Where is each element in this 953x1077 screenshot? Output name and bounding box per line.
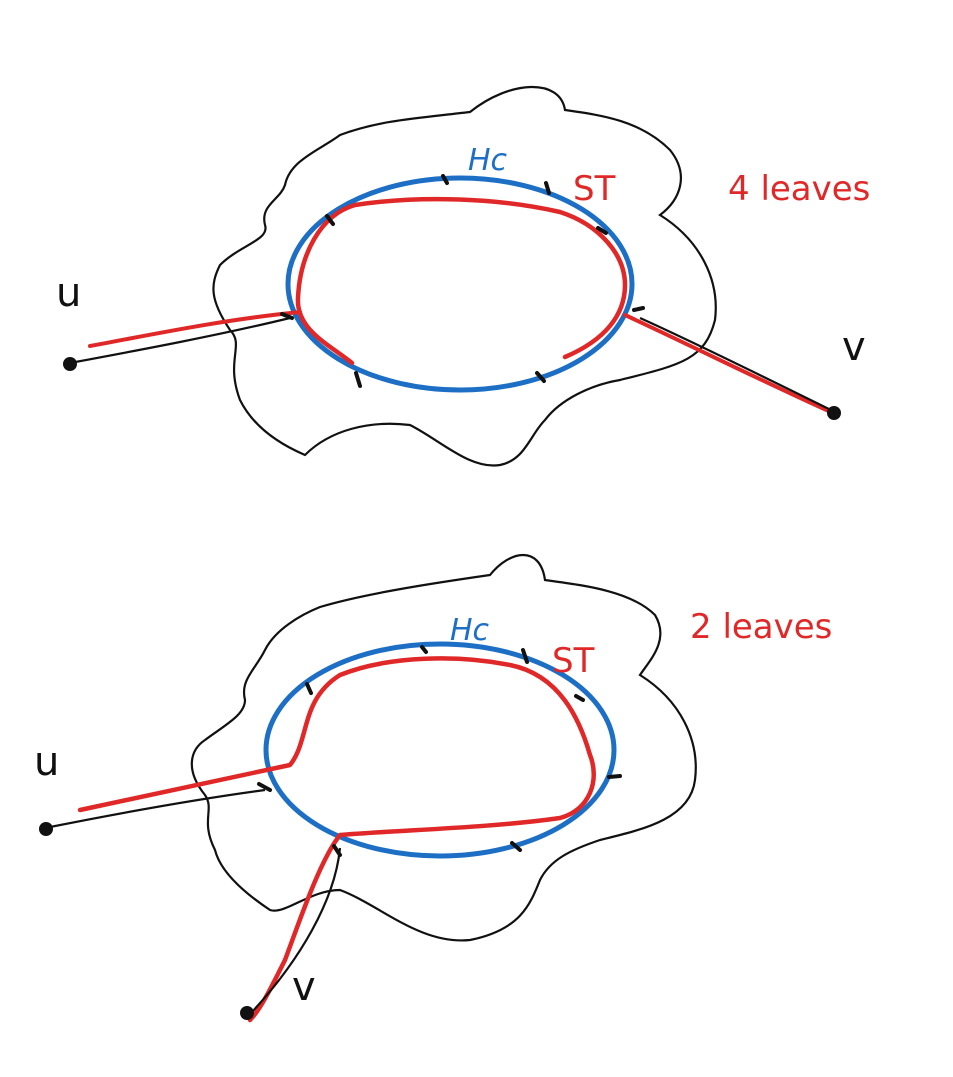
vertex-u-dot bbox=[63, 357, 77, 371]
vertex-u-label: u bbox=[56, 270, 81, 316]
vertex-v-dot bbox=[827, 406, 841, 420]
vertex-u-label: u bbox=[34, 739, 59, 785]
cycle-label: Hc bbox=[468, 143, 508, 178]
diagram-bottom: Hc ST 2 leaves u v bbox=[34, 553, 832, 1023]
cycle-hc bbox=[285, 175, 635, 393]
graph-edge-v bbox=[639, 316, 836, 413]
vertex-u-dot bbox=[39, 822, 53, 836]
leaf-count-note: 4 leaves bbox=[728, 169, 870, 209]
tree-edge-v bbox=[623, 313, 835, 415]
graph-edge-u bbox=[69, 316, 291, 365]
vertex-v-dot bbox=[240, 1006, 254, 1020]
leaf-count-note: 2 leaves bbox=[690, 607, 832, 647]
vertex-v-label: v bbox=[842, 324, 866, 370]
cycle-hc bbox=[263, 641, 617, 859]
tree-label: ST bbox=[552, 641, 595, 681]
spanning-tree-arc bbox=[295, 196, 628, 366]
outer-region-outline bbox=[212, 85, 717, 467]
tree-edge-u bbox=[88, 310, 302, 348]
vertex-v-label: v bbox=[292, 964, 316, 1010]
spanning-tree-arc bbox=[77, 656, 596, 1023]
cycle-vertex-marks bbox=[280, 174, 645, 388]
diagram-top: Hc ST 4 leaves u v bbox=[56, 85, 870, 467]
cycle-vertex-marks bbox=[257, 645, 622, 857]
tree-label: ST bbox=[573, 169, 616, 209]
outer-region-outline bbox=[190, 553, 697, 942]
graph-edge-u bbox=[44, 788, 266, 830]
graph-edge-v bbox=[251, 847, 342, 1013]
cycle-label: Hc bbox=[450, 613, 490, 648]
